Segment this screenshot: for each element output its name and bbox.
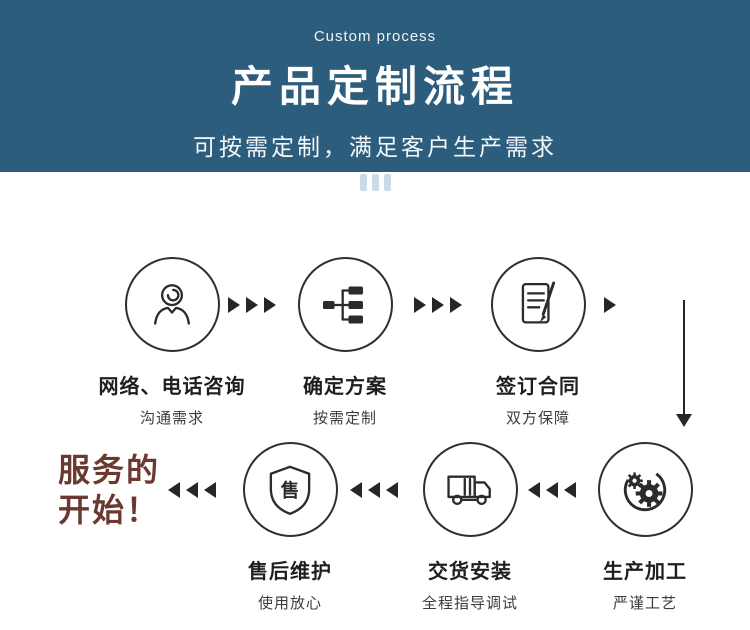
step-consult-badge [124,257,220,352]
step-sublabel: 按需定制 [312,410,377,427]
step-after-sales: 售 售后维护 使用放心 [195,442,385,613]
step-sublabel: 全程指导调试 [421,595,518,612]
step-label: 签订合同 [496,376,580,398]
arrow-right-icon [228,297,276,313]
flowchart-icon [322,285,363,324]
step-label: 网络、电话咨询 [98,376,246,398]
header-eyebrow: Custom process [313,28,437,45]
step-production-badge [597,442,693,537]
arrow-right-icon [414,297,462,313]
step-contract: 签订合同 双方保障 [443,257,633,428]
gears-icon [623,468,667,511]
step-delivery-badge [422,442,518,537]
step-label: 售后维护 [248,561,332,583]
arrow-right-icon [604,297,616,313]
delivery-truck-icon [447,475,491,505]
service-start-text: 服务的 开始！ [58,450,188,530]
step-label: 交货安装 [428,561,512,583]
after-sales-shield-icon: 售 [269,465,311,515]
step-delivery: 交货安装 全程指导调试 [375,442,565,613]
customer-service-icon [154,283,190,325]
step-production: 生产加工 严谨工艺 [550,442,740,613]
step-sublabel: 使用放心 [257,595,322,612]
step-after-sales-badge: 售 [242,442,338,537]
step-label: 生产加工 [603,561,687,583]
arrow-left-icon [168,482,216,498]
step-consult: 网络、电话咨询 沟通需求 [77,257,267,428]
step-contract-badge [490,257,586,352]
connector-line [683,300,685,416]
arrow-down-icon [676,414,692,427]
step-plan-badge [297,257,393,352]
step-sublabel: 严谨工艺 [612,595,677,612]
shield-char: 售 [281,479,300,500]
service-start-line2: 开始！ [58,492,161,528]
step-sublabel: 沟通需求 [139,410,204,427]
arrow-left-icon [528,482,576,498]
page-subtitle: 可按需定制，满足客户生产需求 [193,134,557,160]
contract-icon [521,281,556,324]
step-label: 确定方案 [303,376,387,398]
step-sublabel: 双方保障 [505,410,570,427]
header-band: Custom process 产品定制流程 可按需定制，满足客户生产需求 [0,0,750,191]
decoration-bars-icon [0,174,750,191]
service-start-line1: 服务的 [58,452,161,488]
page-title: 产品定制流程 [230,63,519,110]
arrow-left-icon [350,482,398,498]
step-plan: 确定方案 按需定制 [250,257,440,428]
